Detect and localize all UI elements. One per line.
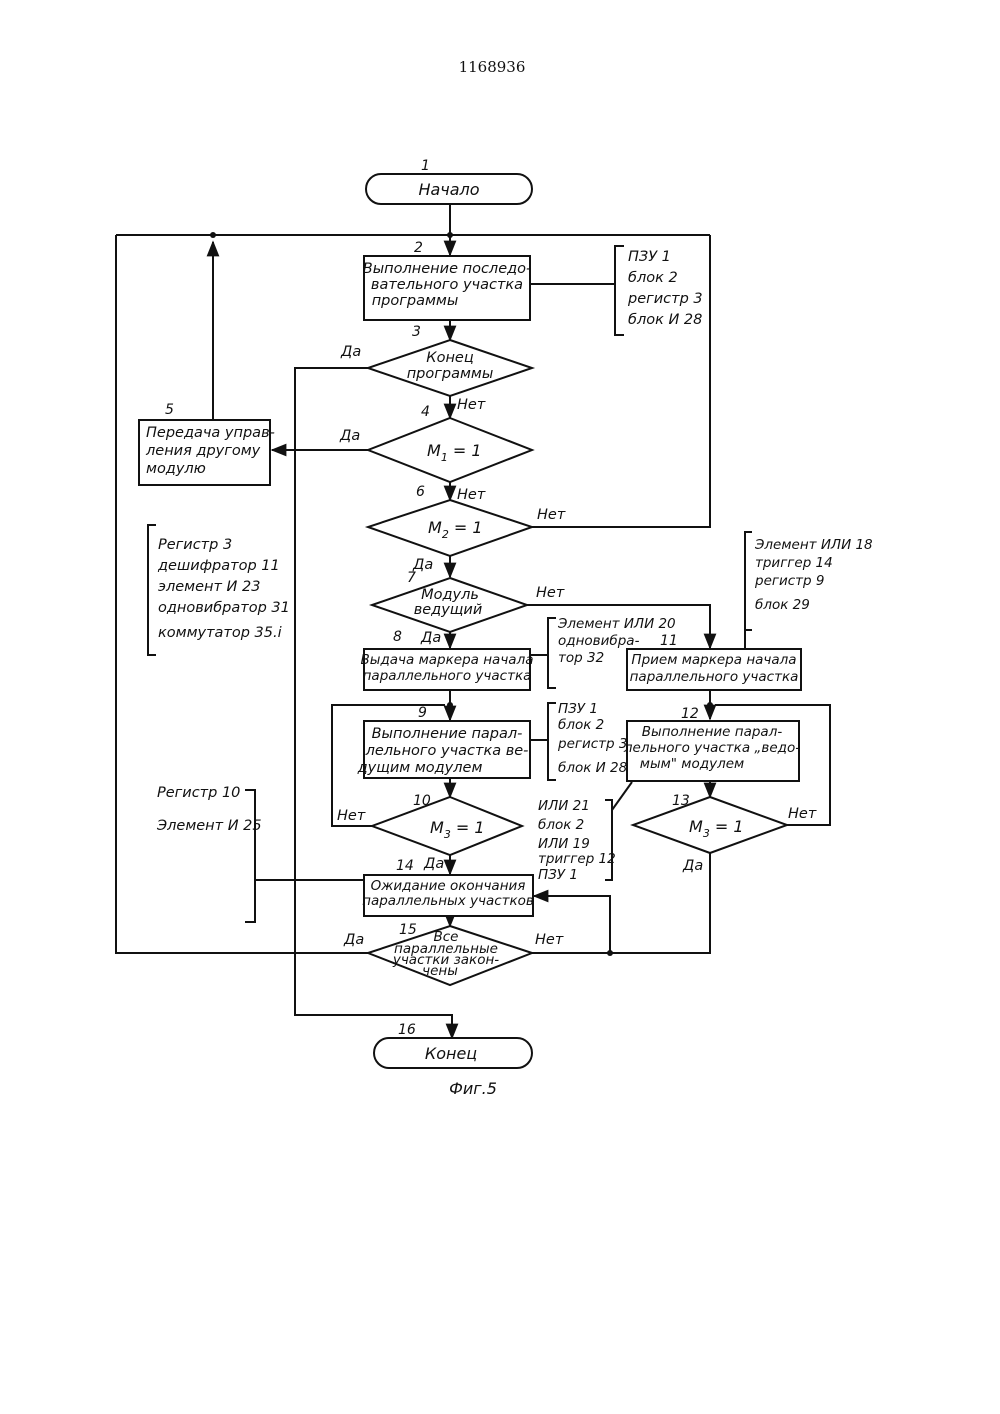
annotation-5-line-3: элемент И 23 [158,579,260,595]
block-number-16: 16 [398,1022,416,1038]
annotation-11-line-3: регистр 9 [754,573,824,589]
end-label: Конец [425,1044,477,1063]
label-no-4: Нет [457,487,486,503]
label-no-15: Нет [535,932,564,948]
annotation-12-line-5: ПЗУ 1 [538,867,578,883]
block-9-line-3: дущим модулем [357,760,483,776]
block-number-15: 15 [399,922,417,938]
label-no-3: Нет [457,397,486,413]
block-number-12: 12 [681,706,699,722]
block-7-line-1: Модуль [421,587,479,603]
block-12-line-1: Выполнение парал- [642,724,783,740]
block-number-1: 1 [421,158,430,174]
annotation-5-line-2: дешифратор 11 [157,558,280,574]
label-yes-6: Да [412,557,433,573]
annotation-9-line-2: блок 2 [558,717,604,733]
label-no-6: Нет [537,507,566,523]
annotation-12-line-2: блок 2 [538,817,584,833]
annotation-12-line-4: триггер 12 [538,851,616,867]
annotation-2-line-4: блок И 28 [628,312,702,328]
annotation-11-line-4: блок 29 [755,597,810,613]
block-8-line-2: параллельного участка [363,668,532,684]
block-14-line-2: параллельных участков [362,893,534,909]
annotation-5-line-5: коммутатор 35.i [158,625,282,641]
block-7-line-2: ведущий [414,602,483,618]
block-9-line-1: Выполнение парал- [372,726,523,742]
annotation-2-line-1: ПЗУ 1 [628,249,671,265]
annotation-11-line-2: триггер 14 [755,555,833,571]
label-no-10: Нет [337,808,366,824]
patent-number: 1168936 [459,58,526,76]
decision-block-10 [372,797,522,855]
block-number-10: 10 [413,793,431,809]
annotation-8-line-3: тор 32 [558,650,604,666]
label-no-13: Нет [788,806,817,822]
block-2-line-1: Выполнение последо- [363,261,532,277]
block-11-line-1: Прием маркера начала [631,652,796,668]
annotation-block-5: Регистр 3 дешифратор 11 элемент И 23 одн… [157,537,290,641]
annotation-8-line-2: одновибра- [558,633,640,649]
block-number-11: 11 [660,633,678,649]
block-number-8: 8 [393,629,402,645]
annotation-8-line-1: Элемент ИЛИ 20 [557,616,676,632]
annotation-5-line-4: одновибратор 31 [158,600,290,616]
annotation-9-line-1: ПЗУ 1 [558,701,598,717]
block-5-line-2: ления другому [145,443,261,459]
label-yes-15: Да [343,932,364,948]
annotation-5-line-1: Регистр 3 [158,537,232,553]
annotation-block-2: ПЗУ 1 блок 2 регистр 3 блок И 28 [627,249,703,328]
annotation-2-line-3: регистр 3 [627,291,703,307]
annotation-9-line-4: блок И 28 [558,760,627,776]
label-yes-4: Да [339,428,360,444]
block-number-5: 5 [165,402,174,418]
annotation-14-line-2: Элемент И 25 [156,818,262,834]
annotation-12-line-3: ИЛИ 19 [538,836,590,852]
annotation-block-14: Регистр 10 Элемент И 25 [156,785,262,834]
label-yes-13: Да [682,858,703,874]
block-number-3: 3 [412,324,421,340]
annotation-14-line-1: Регистр 10 [157,785,240,801]
block-number-2: 2 [414,240,423,256]
block-number-9: 9 [418,705,427,721]
block-5-line-1: Передача управ- [146,425,275,441]
annotation-block-9: ПЗУ 1 блок 2 регистр 3 блок И 28 [557,701,627,776]
annotation-2-line-2: блок 2 [628,270,678,286]
block-15-line-4: чены [422,963,458,979]
block-12-line-2: лельного участка „ведо- [623,740,800,756]
block-2-line-3: программы [372,293,459,309]
flow-shapes [139,174,801,1068]
block-number-6: 6 [416,484,425,500]
block-8-line-1: Выдача маркера начала [361,652,534,668]
block-number-13: 13 [672,793,690,809]
annotation-12-line-1: ИЛИ 21 [538,798,590,814]
annotation-9-line-3: регистр 3 [557,736,627,752]
annotation-11-line-1: Элемент ИЛИ 18 [754,537,873,553]
block-9-line-2: лельного участка ве- [365,743,529,759]
block-14-line-1: Ожидание окончания [371,878,526,894]
start-label: Начало [418,180,479,199]
block-number-4: 4 [421,404,430,420]
annotation-block-12: ИЛИ 21 блок 2 ИЛИ 19 триггер 12 ПЗУ 1 [538,798,616,883]
block-5-line-3: модулю [146,461,206,477]
label-yes-10: Да [423,856,444,872]
label-yes-7: Да [420,630,441,646]
block-12-line-3: мым" модулем [640,756,744,772]
block-number-14: 14 [396,858,414,874]
figure-caption: Фиг.5 [449,1079,497,1098]
block-3-line-1: Конец [426,350,474,366]
label-yes-3: Да [340,344,361,360]
block-3-line-2: программы [407,366,494,382]
block-11-line-2: параллельного участка [630,669,799,685]
block-2-line-2: вательного участка [371,277,523,293]
label-no-7: Нет [536,585,565,601]
annotation-block-11: Элемент ИЛИ 18 триггер 14 регистр 9 блок… [754,537,873,613]
